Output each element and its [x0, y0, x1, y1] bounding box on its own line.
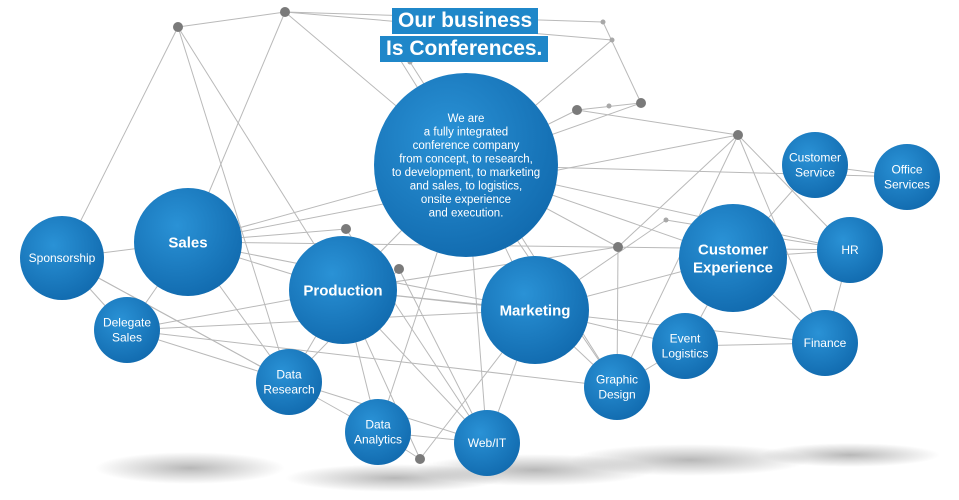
connector-line	[617, 134, 739, 248]
node-label: Office	[891, 163, 922, 177]
node-circle	[20, 216, 104, 300]
node-label: Analytics	[354, 433, 402, 447]
junction-dot	[173, 22, 183, 32]
junction-dot	[609, 37, 615, 43]
node-circle	[782, 132, 848, 198]
node-circle	[256, 349, 322, 415]
node-label: Design	[598, 388, 635, 402]
node-circle	[874, 144, 940, 210]
connector-line	[177, 11, 286, 28]
junction-dot	[341, 224, 351, 234]
node-circle	[454, 410, 520, 476]
node-label: Marketing	[500, 302, 571, 319]
node-circle	[679, 204, 787, 312]
connector-line	[602, 21, 642, 104]
node-label: from concept, to research,	[399, 153, 533, 165]
node-label: Service	[795, 166, 835, 180]
junction-dot	[606, 103, 612, 109]
ground-shadow	[570, 444, 810, 476]
node-label: Logistics	[662, 347, 709, 361]
node-web-it: Web/IT	[454, 410, 520, 476]
node-circle	[481, 256, 589, 364]
junction-dot	[663, 217, 669, 223]
node-label: onsite experience	[421, 194, 511, 206]
node-label: Web/IT	[468, 436, 507, 450]
node-label: a fully integrated	[424, 126, 508, 138]
node-sponsorship: Sponsorship	[20, 216, 104, 300]
node-label: Sponsorship	[29, 251, 96, 265]
junction-dot	[415, 454, 425, 464]
junction-dot	[280, 7, 290, 17]
node-label: Customer	[789, 151, 841, 165]
node-finance: Finance	[792, 310, 858, 376]
node-circle	[374, 73, 558, 257]
junction-dot	[600, 19, 606, 25]
node-label: Services	[884, 178, 930, 192]
ground-shadow	[95, 452, 285, 484]
junction-dot	[394, 264, 404, 274]
node-label: and execution.	[429, 207, 504, 219]
connector-line	[284, 11, 613, 41]
connector-line	[61, 26, 179, 259]
connector-line	[576, 109, 739, 136]
node-circle	[652, 313, 718, 379]
node-circle	[817, 217, 883, 283]
junction-dot	[636, 98, 646, 108]
node-label: Event	[670, 332, 701, 346]
node-label: to development, to marketing	[392, 167, 540, 179]
node-label: Customer	[698, 241, 768, 258]
node-circle	[289, 236, 397, 344]
node-label: Delegate	[103, 316, 151, 330]
node-label: and sales, to logistics,	[410, 180, 523, 192]
node-circle	[94, 297, 160, 363]
connector-line	[616, 134, 739, 388]
connector-line	[126, 329, 618, 388]
junction-dot	[407, 59, 413, 65]
node-label: Finance	[804, 336, 847, 350]
junction-dot	[733, 130, 743, 140]
junction-dot	[613, 242, 623, 252]
node-hr: HR	[817, 217, 883, 283]
node-circle	[792, 310, 858, 376]
node-production: Production	[289, 236, 397, 344]
node-label: We are	[448, 113, 485, 125]
connector-line	[284, 11, 604, 23]
junction-dot	[396, 55, 402, 61]
node-label: Data	[365, 418, 391, 432]
ground-shadow	[760, 443, 940, 467]
node-label: Production	[303, 282, 382, 299]
junction-dot	[572, 105, 582, 115]
node-label: Experience	[693, 259, 773, 276]
node-label: Graphic	[596, 373, 638, 387]
connector-line	[61, 257, 290, 383]
connector-line	[177, 26, 290, 383]
node-label: Sales	[168, 234, 207, 251]
node-circle	[584, 354, 650, 420]
node-label: conference company	[413, 140, 520, 152]
node-label: Data	[276, 368, 302, 382]
node-label: Sales	[112, 331, 142, 345]
node-marketing: Marketing	[481, 256, 589, 364]
node-circle	[345, 399, 411, 465]
node-label: HR	[841, 243, 859, 257]
node-label: Research	[263, 383, 314, 397]
node-sales: Sales	[134, 188, 242, 296]
node-circle	[134, 188, 242, 296]
